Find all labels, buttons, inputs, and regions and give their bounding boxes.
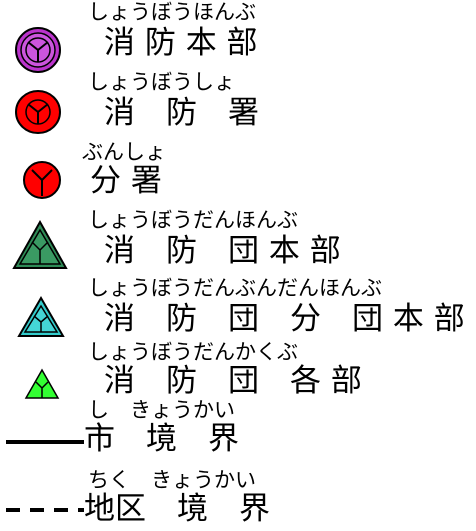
fire-brigade-section-ruby: しょうぼうだんかくぶ <box>88 340 298 364</box>
fire-station-label: 消 防 署 <box>104 95 259 131</box>
fire-brigade-section-label: 消 防 団 各 部 <box>104 363 362 399</box>
fire-brigade-headquarters-label: 消 防 団 本 部 <box>104 233 341 269</box>
fire-brigade-section-icon <box>24 368 60 399</box>
district-boundary-ruby: ちく きょうかい <box>88 468 256 492</box>
fire-station-ruby: しょうぼうしょ <box>88 70 235 94</box>
dashed-line-icon <box>6 508 84 512</box>
branch-station-label: 分 署 <box>90 163 162 199</box>
branch-station-ruby: ぶんしょ <box>82 140 166 164</box>
fire-brigade-division-headquarters-icon <box>17 296 65 337</box>
fire-brigade-headquarters-icon <box>12 220 68 269</box>
fire-headquarters-label: 消 防 本 部 <box>104 25 258 61</box>
fire-station-icon <box>15 90 61 134</box>
fire-brigade-division-headquarters-ruby: しょうぼうだんぶんだんほんぶ <box>88 276 382 300</box>
district-boundary-label: 地区 境 界 <box>84 491 270 527</box>
city-boundary-ruby: し きょうかい <box>88 398 235 422</box>
solid-line-icon <box>6 440 84 444</box>
fire-headquarters-ruby: しょうぼうほんぶ <box>88 0 256 24</box>
branch-station-icon <box>23 161 61 199</box>
fire-brigade-headquarters-ruby: しょうぼうだんほんぶ <box>88 208 298 232</box>
fire-brigade-division-headquarters-label: 消 防 団 分 団 本 部 <box>104 301 465 337</box>
city-boundary-label: 市 境 界 <box>84 421 239 457</box>
fire-headquarters-icon <box>15 27 61 73</box>
